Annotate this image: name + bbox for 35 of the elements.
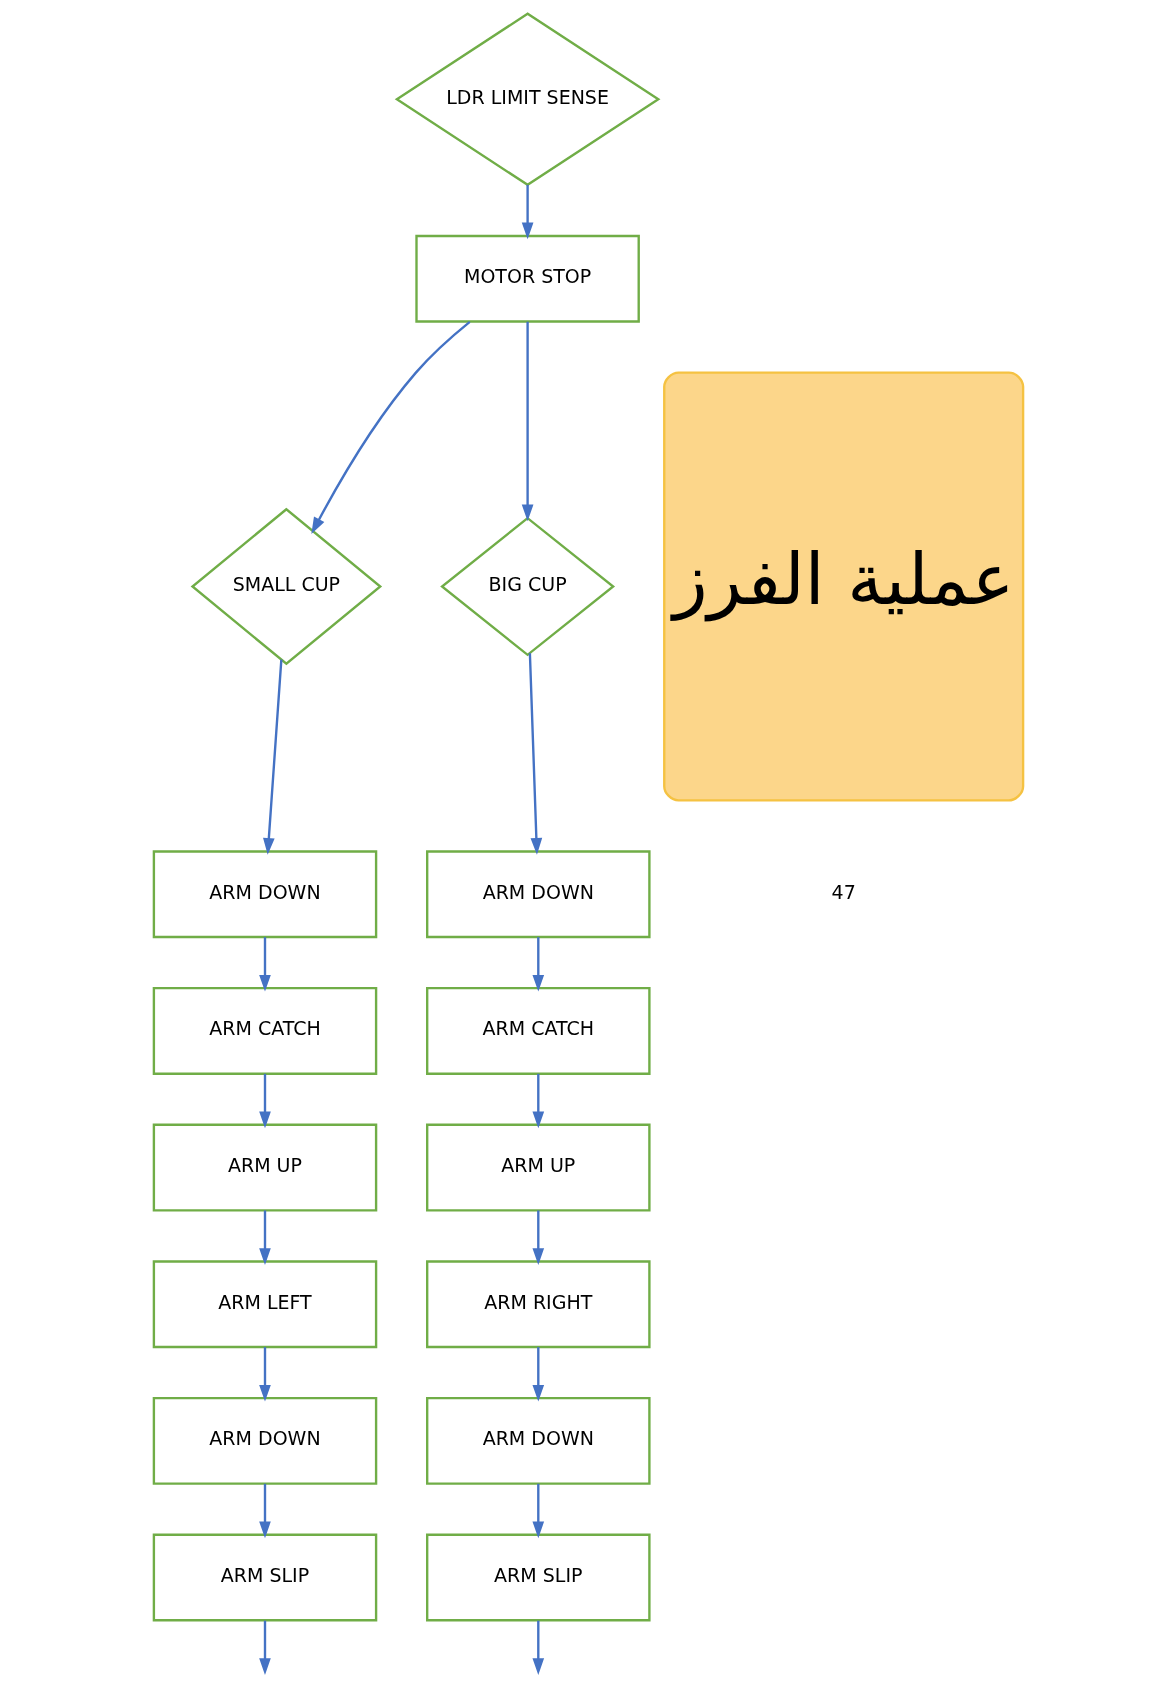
node-box: ARM DOWN xyxy=(152,1396,377,1485)
arrow xyxy=(258,936,271,992)
arrow xyxy=(258,1210,271,1265)
arrow xyxy=(258,1483,271,1538)
node-diamond: BIG CUP xyxy=(439,516,615,656)
arrow xyxy=(531,1483,544,1538)
node-diamond: SMALL CUP xyxy=(190,507,382,665)
arrow xyxy=(531,1210,544,1265)
node-box: ARM UP xyxy=(425,1123,651,1212)
arrow xyxy=(531,1346,544,1402)
node-box: ARM SLIP xyxy=(152,1533,377,1621)
node-box: ARM LEFT xyxy=(152,1259,377,1348)
arrow xyxy=(521,184,533,239)
label: 47 xyxy=(831,880,856,903)
node-diamond: LDR LIMIT SENSE xyxy=(394,11,660,186)
arrow xyxy=(258,1073,271,1128)
arrow xyxy=(258,1346,271,1402)
node-box: ARM RIGHT xyxy=(425,1259,651,1348)
arrow xyxy=(262,659,283,855)
node-box: ARM DOWN xyxy=(152,849,377,938)
arrow xyxy=(531,1073,544,1128)
node-box: عملية الفرز xyxy=(662,370,1024,802)
node-box: ARM CATCH xyxy=(152,986,377,1075)
node-box: ARM DOWN xyxy=(425,849,651,938)
node-box: ARM DOWN xyxy=(425,1396,651,1485)
arrow xyxy=(521,321,533,521)
arrow xyxy=(528,652,542,855)
node-box: ARM CATCH xyxy=(425,986,651,1075)
node-box: ARM UP xyxy=(152,1123,377,1212)
arrow xyxy=(531,1620,544,1675)
node-box: MOTOR STOP xyxy=(414,234,640,323)
node-box: ARM SLIP xyxy=(425,1533,651,1621)
arrow xyxy=(531,936,544,992)
arrow xyxy=(258,1620,271,1675)
arrow xyxy=(310,320,471,534)
